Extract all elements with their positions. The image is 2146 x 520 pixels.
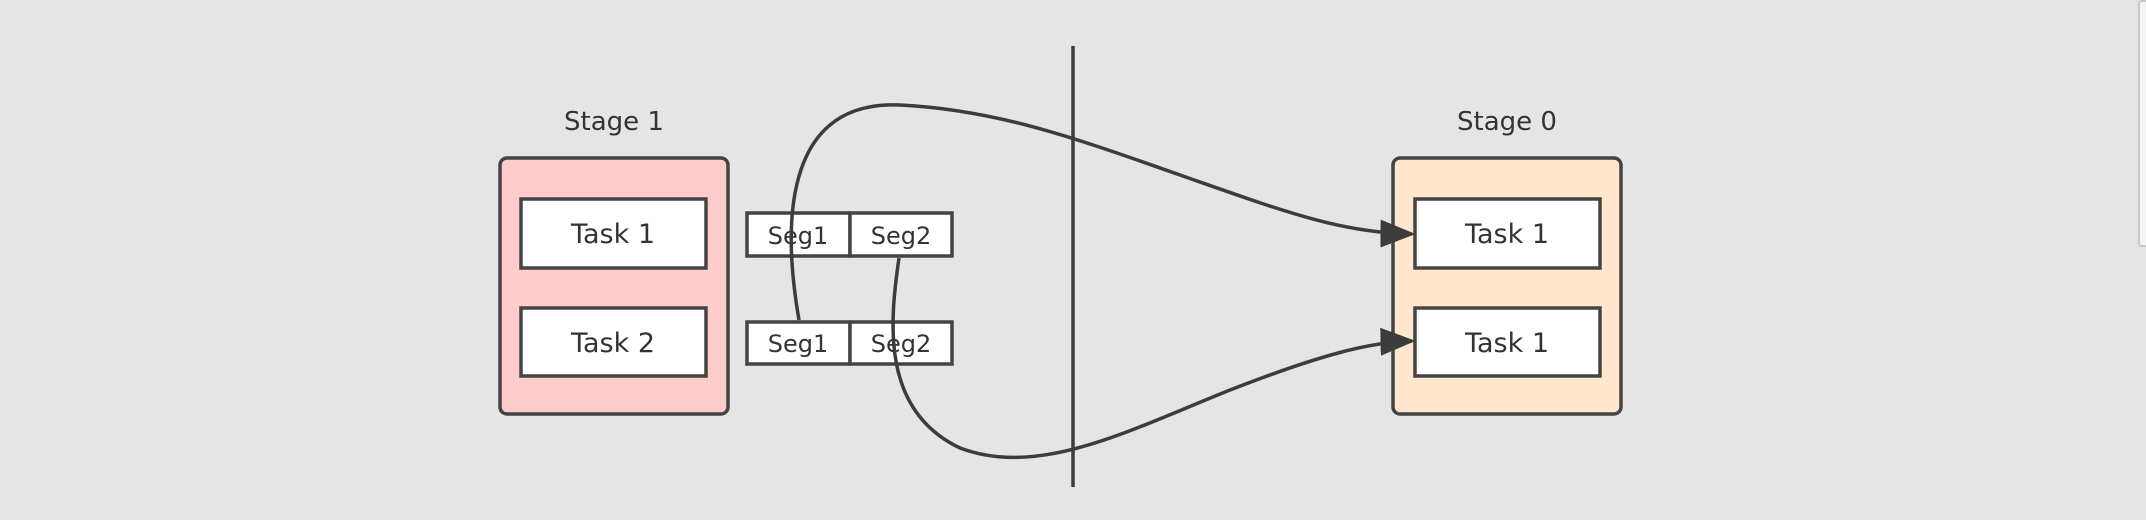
task-label: Task 1 [1464, 219, 1549, 250]
arrow-seg2-to-stage0-task2 [891, 257, 1416, 460]
arrow-seg1-to-stage0-task1 [789, 103, 1416, 321]
stage-left: Stage 1 Task 1 Task 2 [498, 107, 730, 416]
stage-right-task-2: Task 1 [1413, 306, 1602, 378]
task-box [519, 197, 708, 270]
segment-label: Seg1 [768, 330, 829, 358]
segment-box [745, 320, 852, 366]
stage-left-task-2: Task 2 [519, 306, 708, 378]
stage-right-task-1: Task 1 [1413, 197, 1602, 270]
segment-box [848, 211, 954, 258]
task-box [1413, 306, 1602, 378]
stage-right-title: Stage 0 [1457, 107, 1557, 137]
segment-label: Seg2 [871, 222, 932, 250]
segment-box [848, 320, 954, 366]
stage-left-title: Stage 1 [564, 107, 664, 137]
task-box [1413, 197, 1602, 270]
scrollbar[interactable] [2138, 0, 2146, 247]
task-label: Task 1 [570, 219, 655, 250]
task-box [519, 306, 708, 378]
segment-row-1: Seg1 Seg2 [745, 211, 954, 258]
segment-row-2: Seg1 Seg2 [745, 320, 954, 366]
segment-label: Seg2 [871, 330, 932, 358]
task-label: Task 2 [570, 328, 655, 359]
stage-right: Stage 0 Task 1 Task 1 [1391, 107, 1623, 416]
stage-left-task-1: Task 1 [519, 197, 708, 270]
segment-label: Seg1 [768, 222, 829, 250]
segment-box [745, 211, 852, 258]
task-label: Task 1 [1464, 328, 1549, 359]
